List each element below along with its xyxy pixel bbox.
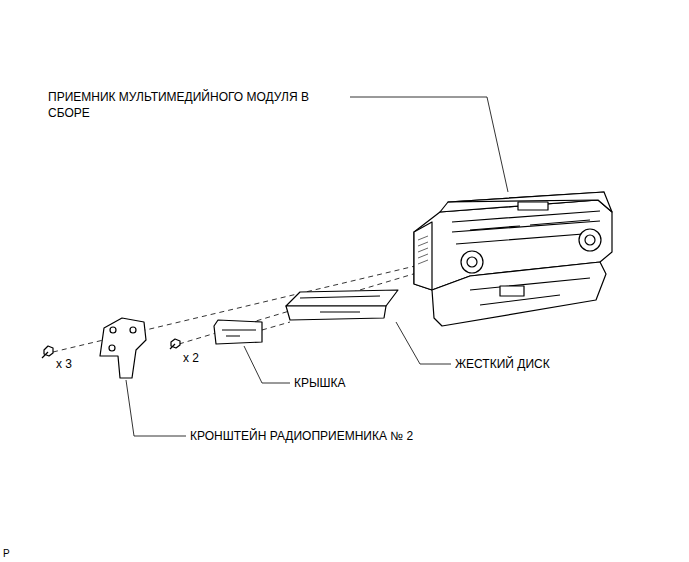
part-label: КРОНШТЕЙН РАДИОПРИЕМНИКА № 2 bbox=[190, 428, 413, 444]
quantity-label: x 3 bbox=[56, 356, 72, 372]
quantity-label: x 2 bbox=[183, 350, 199, 366]
leader-line bbox=[126, 97, 508, 436]
part-label: ЖЕСТКИЙ ДИСК bbox=[455, 356, 550, 372]
screw bbox=[42, 339, 180, 358]
page-mark: P bbox=[3, 546, 10, 562]
part-label: КРЫШКА bbox=[294, 375, 346, 391]
cover bbox=[214, 320, 262, 344]
part-label: ПРИЕМНИК МУЛЬТИМЕДИЙНОГО МОДУЛЯ В СБОРЕ bbox=[48, 89, 324, 121]
bracket bbox=[100, 318, 146, 378]
multimedia-receiver bbox=[414, 192, 612, 326]
hard-disk bbox=[286, 290, 398, 320]
